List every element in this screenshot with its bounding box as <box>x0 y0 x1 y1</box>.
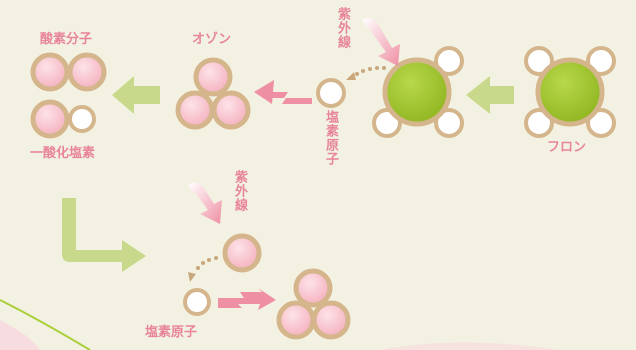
chlorine-release-dots-bottom <box>188 256 218 282</box>
oxygen-atom-released <box>222 233 262 273</box>
label-oxygen-molecule: 酸素分子 <box>40 32 93 47</box>
reaction-arrow-ozone <box>254 80 312 104</box>
label-ozone: オゾン <box>192 32 232 47</box>
freon-molecule <box>524 46 616 138</box>
label-chlorine-atom-bottom: 塩素原子 <box>145 325 198 340</box>
label-uv-top: 紫外線 <box>335 7 350 49</box>
background-decor <box>0 299 560 350</box>
chlorine-release-dots <box>346 66 386 80</box>
ozone-molecule-bottom <box>276 268 351 340</box>
reaction-arrow-bottom <box>218 288 276 310</box>
uv-arrow-top <box>362 17 400 66</box>
ozone-molecule <box>175 57 251 130</box>
arrow-left-ozone <box>112 76 160 114</box>
freon-broken-molecule <box>372 46 464 138</box>
uv-arrow-mid <box>188 182 222 224</box>
chlorine-atom-bottom <box>183 288 211 316</box>
chlorine-atom-top <box>316 78 346 108</box>
label-chlorine-atom-top: 塩素原子 <box>323 110 338 166</box>
chlorine-monoxide-molecule <box>30 99 96 139</box>
label-freon: フロン <box>547 140 587 155</box>
l-shaped-arrow <box>62 198 146 272</box>
arrow-left-freon <box>466 76 514 114</box>
label-uv-mid: 紫外線 <box>232 170 247 212</box>
oxygen-molecule <box>30 52 107 92</box>
label-chlorine-monoxide: 一酸化塩素 <box>30 146 96 161</box>
